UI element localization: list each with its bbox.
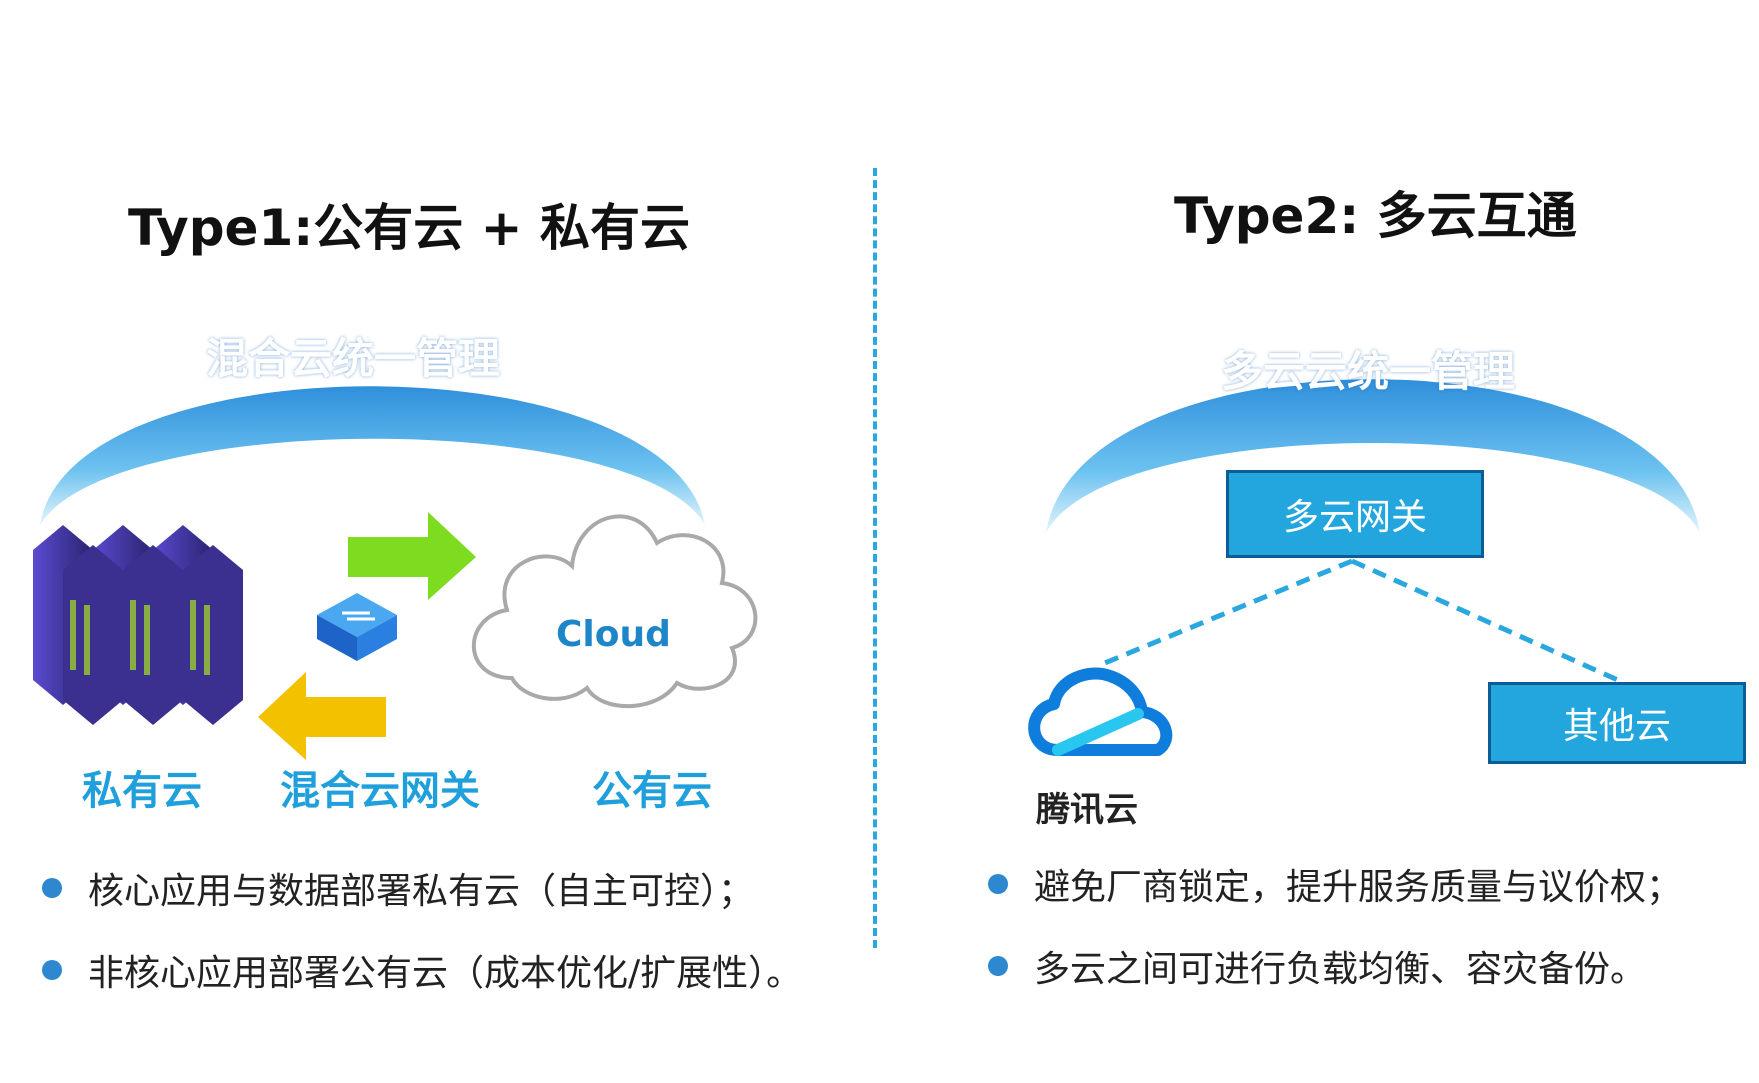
bullet-text: 核心应用与数据部署私有云（自主可控）； [88,871,755,912]
left-bullet-2: 非核心应用部署公有云（成本优化/扩展性）。 [42,944,802,996]
private-cloud-label: 私有云 [82,768,202,814]
left-title: Type1:公有云 + 私有云 [128,199,690,257]
bullet-dot [42,878,62,898]
right-arc-label: 多云云统一管理 [1221,347,1516,396]
bullet-text: 多云之间可进行负载均衡、容灾备份。 [1034,949,1647,990]
right-bullet-1: 避免厂商锁定，提升服务质量与议价权； [988,858,1682,910]
public-cloud-label: 公有云 [592,768,712,814]
right-bullet-2: 多云之间可进行负载均衡、容灾备份。 [988,940,1682,992]
bullet-text: 非核心应用部署公有云（成本优化/扩展性）。 [88,953,803,994]
bullet-dot [42,960,62,980]
other-cloud-box: 其他云 [1488,682,1746,764]
cloud-icon [471,514,758,709]
bullet-text: 避免厂商锁定，提升服务质量与议价权； [1034,867,1683,908]
right-title: Type2: 多云互通 [1174,187,1577,245]
hybrid-gateway-label: 混合云网关 [280,768,480,814]
server-rack-icon [33,525,243,725]
tencent-cloud-text: 腾讯云 [1036,790,1138,830]
tencent-cloud-logo-icon [1028,667,1173,756]
center-divider [873,168,877,948]
arrow-right-icon [348,512,476,600]
switch-icon [317,593,397,661]
bullet-dot [988,956,1008,976]
left-bullets: 核心应用与数据部署私有云（自主可控）； 非核心应用部署公有云（成本优化/扩展性）… [42,862,802,996]
multi-cloud-gateway-box: 多云网关 [1226,470,1484,558]
left-bullet-1: 核心应用与数据部署私有云（自主可控）； [42,862,802,914]
arrow-left-icon [258,672,386,760]
left-arc-label: 混合云统一管理 [206,334,501,383]
right-bullets: 避免厂商锁定，提升服务质量与议价权； 多云之间可进行负载均衡、容灾备份。 [988,858,1682,992]
bullet-dot [988,874,1008,894]
right-management-arc [1046,379,1700,533]
left-management-arc [40,386,705,525]
connector-lines [1099,558,1622,684]
cloud-text: Cloud [556,614,671,655]
